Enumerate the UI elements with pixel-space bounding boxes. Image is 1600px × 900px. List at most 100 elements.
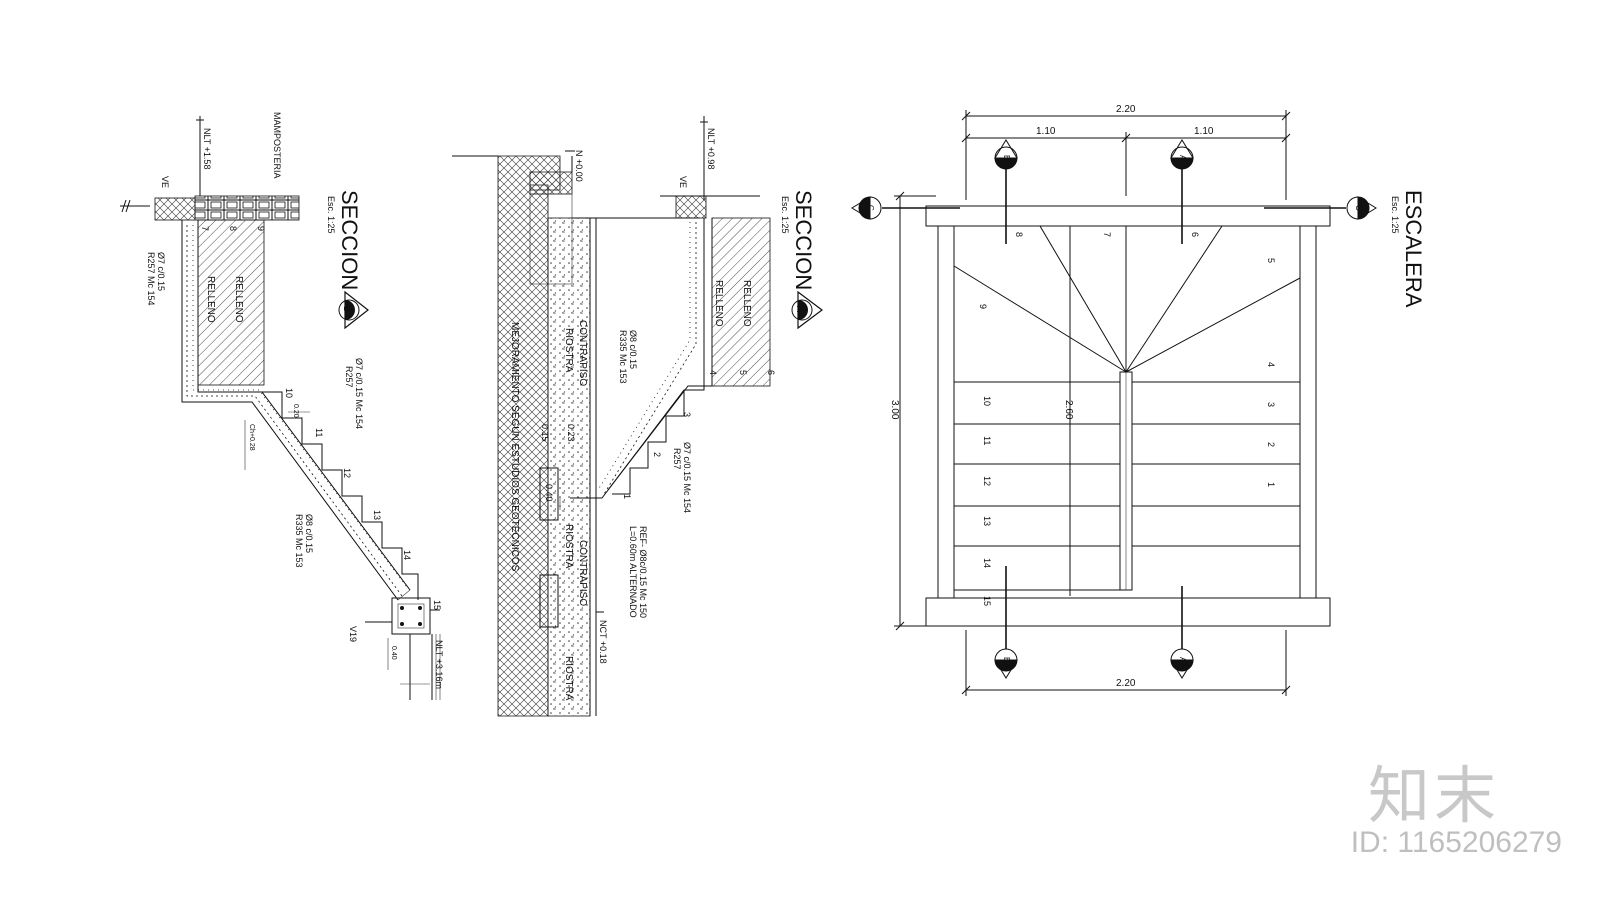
section-b-masonry: MAMPOSTERIA [272,112,282,179]
plan-drawing [851,110,1377,696]
section-a-riostra-3: RIOSTRA [563,656,574,701]
step-label: 14 [402,550,412,560]
section-a-riostra-2: RIOSTRA [563,524,574,569]
section-a-fill-1: RELLENO [741,280,752,327]
plan-marker-letter: C [866,205,875,211]
step-label: 7 [200,226,210,231]
step-label: 8 [1014,232,1024,237]
plan-dim-total-bottom: 2.20 [1116,678,1136,689]
section-b-rebar-1: Ø7 c/0.15 [156,252,166,291]
section-a-dim-040: 0.40 [544,484,554,502]
step-label: 6 [1190,232,1200,237]
section-a-contrapiso-1: CONTRAPISO [577,320,588,386]
step-label: 15 [982,596,992,606]
plan-marker-a-top [1170,139,1194,170]
section-b-marker: B [338,290,369,330]
section-a-level-top: NLT +0.98 [706,128,716,169]
step-label: 12 [342,468,352,478]
plan-marker-letter: A [1178,155,1187,161]
section-a-title: SECCION [791,190,816,290]
section-a-mejoramiento: MEJORAMIENTO SEGUN ESTUDIOS GEOTECNICOS [509,322,520,572]
plan-dim-inner: 2.60 [1063,400,1074,420]
section-b-rebar-1b: R257 Mc 154 [146,252,156,306]
plan-marker-letter: B [1002,657,1011,662]
step-label: 13 [372,510,382,520]
section-a-rebar-2: Ø7 c/0.15 Mc 154 [682,442,692,513]
section-b-scale: Esc. 1:25 [326,196,336,234]
step-label: 9 [256,226,266,231]
section-a-marker: A [791,290,823,330]
step-label: 3 [1266,402,1276,407]
section-b-rebar-2: Ø7 c/0.15 Mc 154 [354,358,364,429]
section-a-rebar-2b: R257 [672,448,682,470]
step-label: 4 [1266,362,1276,367]
section-b-rebar-2b: R257 [344,366,354,388]
section-b-level-top: NLT +1.58 [202,128,212,169]
section-a-level-nct: NCT +0.18 [598,620,608,664]
watermark-logo: 知末 [1367,759,1500,832]
section-a-ref-1: REF- Ø8c/0.15 Mc 150 [638,526,648,618]
plan-labels: ESCALERA Esc. 1:25 2.20 1.10 1.10 2.20 3… [866,104,1426,689]
section-b-dim-040: 0.40 [390,646,397,660]
step-label: 14 [982,558,992,568]
step-label: 2 [652,452,662,457]
step-label: 12 [982,476,992,486]
plan-marker-b-bottom [994,648,1018,679]
section-a-ref-2: L=0.60m ALTERNADO [628,526,638,618]
step-label: 11 [982,436,992,445]
section-b-drawing [120,116,441,700]
section-a-ve: VE [678,176,688,188]
plan-dim-half-left: 1.10 [1036,126,1056,137]
section-a-level-n: N +0.00 [574,150,584,182]
plan-marker-a-bottom [1170,648,1194,679]
section-a-riostra-1: RIOSTRA [563,328,574,373]
section-a-contrapiso-2: CONTRAPISO [577,540,588,606]
step-label: 6 [766,370,776,375]
section-b-level-bottom: NLT +3.16m [434,640,444,689]
section-b-ve: VE [160,176,170,188]
section-b-beam: V19 [348,626,358,642]
step-label: 11 [314,428,324,437]
step-label: 10 [284,388,294,398]
watermark-id: ID: 1165206279 [1350,826,1562,859]
plan-scale: Esc. 1:25 [1390,196,1400,234]
step-label: 13 [982,516,992,526]
section-a-marker-letter: A [795,306,805,312]
step-label: 5 [1266,258,1276,263]
section-a-labels: SECCION Esc. 1:25 A N +0.00 NLT +0.98 NC… [509,128,823,701]
plan-title: ESCALERA [1401,190,1426,308]
section-a-rebar-1: Ø8 c/0.15 [628,330,638,369]
step-label: 7 [1102,232,1112,237]
step-label: 8 [228,226,238,231]
section-a-scale: Esc. 1:25 [780,196,790,234]
plan-marker-letter: C [1354,205,1363,211]
plan-marker-c-left [851,196,882,220]
section-a-fill-2: RELLENO [713,280,724,327]
plan-marker-c-right [1346,196,1377,220]
step-label: 1 [1266,482,1276,487]
plan-dim-height: 3.00 [889,400,900,420]
section-b-fill-1: RELLENO [233,276,244,323]
section-b-dim-ch: Ch+0.28 [248,424,255,451]
step-label: 2 [1266,442,1276,447]
step-label: 4 [708,370,718,375]
step-label: 15 [432,600,442,610]
section-b-dim-020: 0.20 [292,404,299,418]
section-b-fill-2: RELLENO [205,276,216,323]
plan-dim-total-top: 2.20 [1116,104,1136,115]
section-b-marker-letter: B [342,306,352,312]
section-b-rebar-3b: R335 Mc 153 [294,514,304,568]
section-b-labels: SECCION Esc. 1:25 B NLT +1.58 MAMPOSTERI… [146,112,444,689]
section-a-rebar-1b: R335 Mc 153 [618,330,628,384]
plan-dim-half-right: 1.10 [1194,126,1214,137]
step-label: 5 [738,370,748,375]
plan-marker-letter: A [1178,657,1187,663]
section-a-drawing [452,116,771,717]
step-label: 3 [682,412,692,417]
plan-marker-letter: B [1002,155,1011,160]
section-b-title: SECCION [337,190,362,290]
step-label: 9 [978,304,988,309]
section-a-dim-023: 0.23 [566,424,576,442]
step-label: 10 [982,396,992,406]
